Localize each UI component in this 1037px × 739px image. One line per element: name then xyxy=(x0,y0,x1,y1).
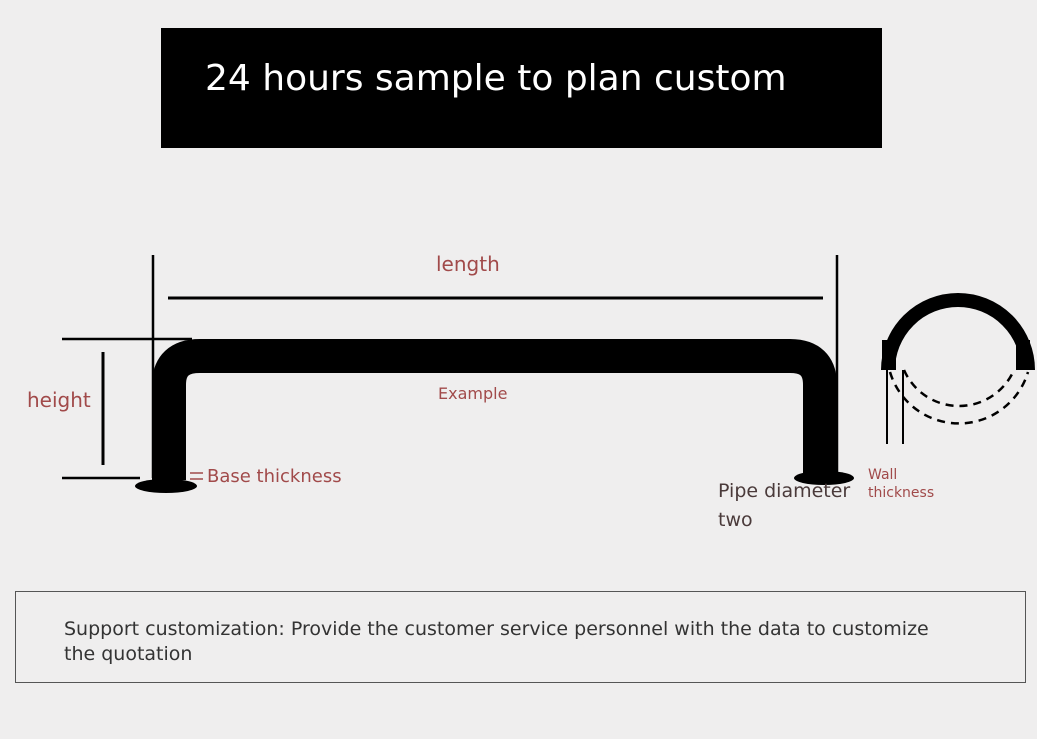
title-banner: 24 hours sample to plan custom xyxy=(161,28,882,148)
customization-note-box: Support customization: Provide the custo… xyxy=(15,591,1026,683)
example-label: Example xyxy=(438,384,508,403)
banner-title: 24 hours sample to plan custom xyxy=(205,58,787,99)
cross-section-fill-right xyxy=(1016,340,1030,370)
dashed-outline-inner xyxy=(902,369,1016,408)
base-thickness-label: Base thickness xyxy=(207,466,342,487)
pipe-diameter-line2: two xyxy=(718,509,753,531)
cross-section-ring xyxy=(881,293,1035,371)
height-label: height xyxy=(27,388,91,412)
wall-thickness-label: Wall thickness xyxy=(868,467,935,501)
pipe-diameter-label: Pipe diameter two xyxy=(718,477,850,535)
dashed-outline-outer xyxy=(888,371,1030,425)
cross-section-fill-left xyxy=(882,340,896,370)
pipe-diameter-line1: Pipe diameter xyxy=(718,480,851,502)
base-plate-right xyxy=(794,471,854,485)
pipe-shape xyxy=(152,339,837,480)
length-label: length xyxy=(436,252,500,276)
customization-note-text: Support customization: Provide the custo… xyxy=(64,618,929,665)
base-plate-left xyxy=(135,479,197,493)
